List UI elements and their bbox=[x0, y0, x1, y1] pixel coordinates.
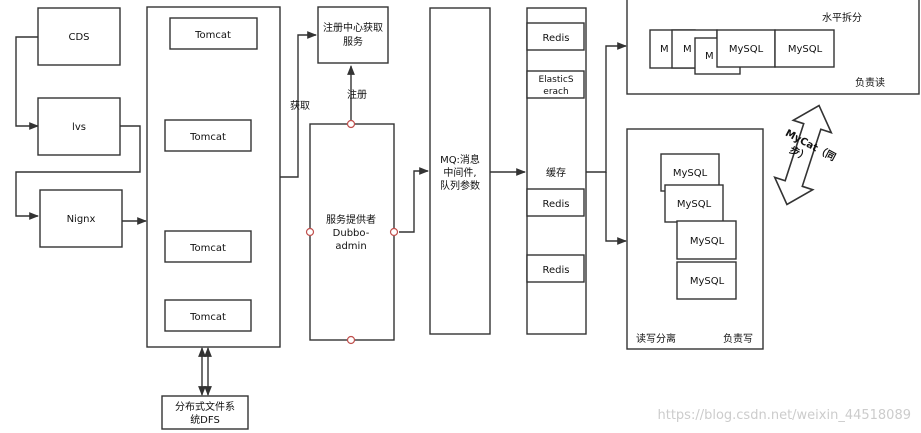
provider-to-mq-connector bbox=[399, 167, 429, 233]
redis-label-3: Redis bbox=[543, 265, 570, 276]
provider-label-line3: admin bbox=[335, 241, 366, 252]
provider-port-top bbox=[346, 119, 356, 129]
provider-label-line2: Dubbo- bbox=[333, 228, 370, 239]
redis-node-2 bbox=[526, 188, 585, 217]
cache-to-read-group-connector bbox=[586, 42, 627, 173]
watermark-text: https://blog.csdn.net/weixin_44518089 bbox=[657, 408, 911, 423]
responsible-read-label: 负责读 bbox=[855, 76, 885, 89]
mysql-shard-1 bbox=[716, 29, 776, 68]
provider-node bbox=[309, 123, 395, 341]
provider-port-right bbox=[389, 227, 399, 237]
dfs-node bbox=[161, 395, 249, 430]
tomcat-node-3 bbox=[164, 230, 252, 263]
connectors bbox=[15, 31, 627, 396]
registry-label-line1: 注册中心获取 bbox=[323, 21, 383, 34]
cds-label: CDS bbox=[68, 32, 89, 43]
cache-to-write-group-connector bbox=[605, 172, 627, 245]
mysql-shard-back-3-label: M bbox=[705, 51, 714, 62]
lvs-label: lvs bbox=[72, 122, 86, 133]
redis-label-1: Redis bbox=[543, 33, 570, 44]
tomcat-label-3: Tomcat bbox=[189, 243, 226, 254]
responsible-write-label: 负责写 bbox=[723, 332, 753, 345]
tomcat-node-4 bbox=[164, 299, 252, 332]
mycat-sync-double-arrow bbox=[773, 104, 833, 206]
tomcat-label-4: Tomcat bbox=[189, 312, 226, 323]
tomcat-label-2: Tomcat bbox=[189, 132, 226, 143]
tomcat-cluster-container bbox=[146, 6, 281, 348]
cds-node bbox=[37, 7, 121, 66]
dfs-label-line1: 分布式文件系 bbox=[175, 400, 235, 413]
mysql-rw-4 bbox=[676, 261, 737, 300]
cds-to-lvs-connector bbox=[15, 36, 39, 130]
mysql-rw-3-label: MySQL bbox=[690, 236, 725, 247]
registry-label-line2: 服务 bbox=[343, 35, 363, 48]
tomcat-node-1 bbox=[169, 17, 258, 50]
redis-node-3 bbox=[526, 254, 585, 283]
nignx-node bbox=[39, 189, 123, 248]
elasticsearch-label-line1: ElasticS bbox=[538, 75, 573, 85]
mysql-rw-1-label: MySQL bbox=[673, 168, 708, 179]
mysql-shard-2 bbox=[774, 29, 835, 68]
provider-label-line1: 服务提供者 bbox=[326, 213, 376, 226]
tomcat-label-1: Tomcat bbox=[194, 30, 231, 41]
fetch-edge-label: 获取 bbox=[290, 100, 310, 112]
mysql-shard-back-1-label: M bbox=[660, 44, 669, 55]
mysql-shard-2-label: MySQL bbox=[788, 44, 823, 55]
elasticsearch-node bbox=[526, 70, 585, 99]
read-write-split-label: 读写分离 bbox=[636, 332, 676, 345]
mysql-rw-3 bbox=[676, 220, 737, 260]
mysql-shard-1-label: MySQL bbox=[729, 44, 764, 55]
mysql-shard-back-2-label: M bbox=[683, 44, 692, 55]
mq-label-line2: 中间件, bbox=[443, 166, 476, 179]
horizontal-split-label: 水平拆分 bbox=[822, 11, 862, 24]
lvs-node bbox=[37, 97, 121, 156]
mq-node bbox=[429, 7, 491, 335]
redis-node-1 bbox=[526, 22, 585, 51]
provider-port-left bbox=[305, 227, 315, 237]
tomcat-to-registry-connector bbox=[280, 31, 317, 178]
mq-label-line1: MQ:消息 bbox=[440, 153, 480, 166]
dfs-label-line2: 统DFS bbox=[190, 413, 220, 426]
registry-node bbox=[317, 6, 389, 64]
lvs-to-nignx-connector bbox=[15, 125, 141, 220]
tomcat-node-2 bbox=[164, 119, 252, 152]
nignx-label: Nignx bbox=[67, 214, 96, 225]
mysql-rw-4-label: MySQL bbox=[690, 276, 725, 287]
register-edge-label: 注册 bbox=[347, 88, 367, 101]
elasticsearch-label-line2: erach bbox=[543, 87, 568, 97]
mq-label-line3: 队列参数 bbox=[440, 179, 480, 192]
redis-label-2: Redis bbox=[543, 199, 570, 210]
mysql-rw-2-label: MySQL bbox=[677, 199, 712, 210]
cache-label: 缓存 bbox=[546, 166, 566, 179]
provider-port-bottom bbox=[346, 335, 356, 345]
